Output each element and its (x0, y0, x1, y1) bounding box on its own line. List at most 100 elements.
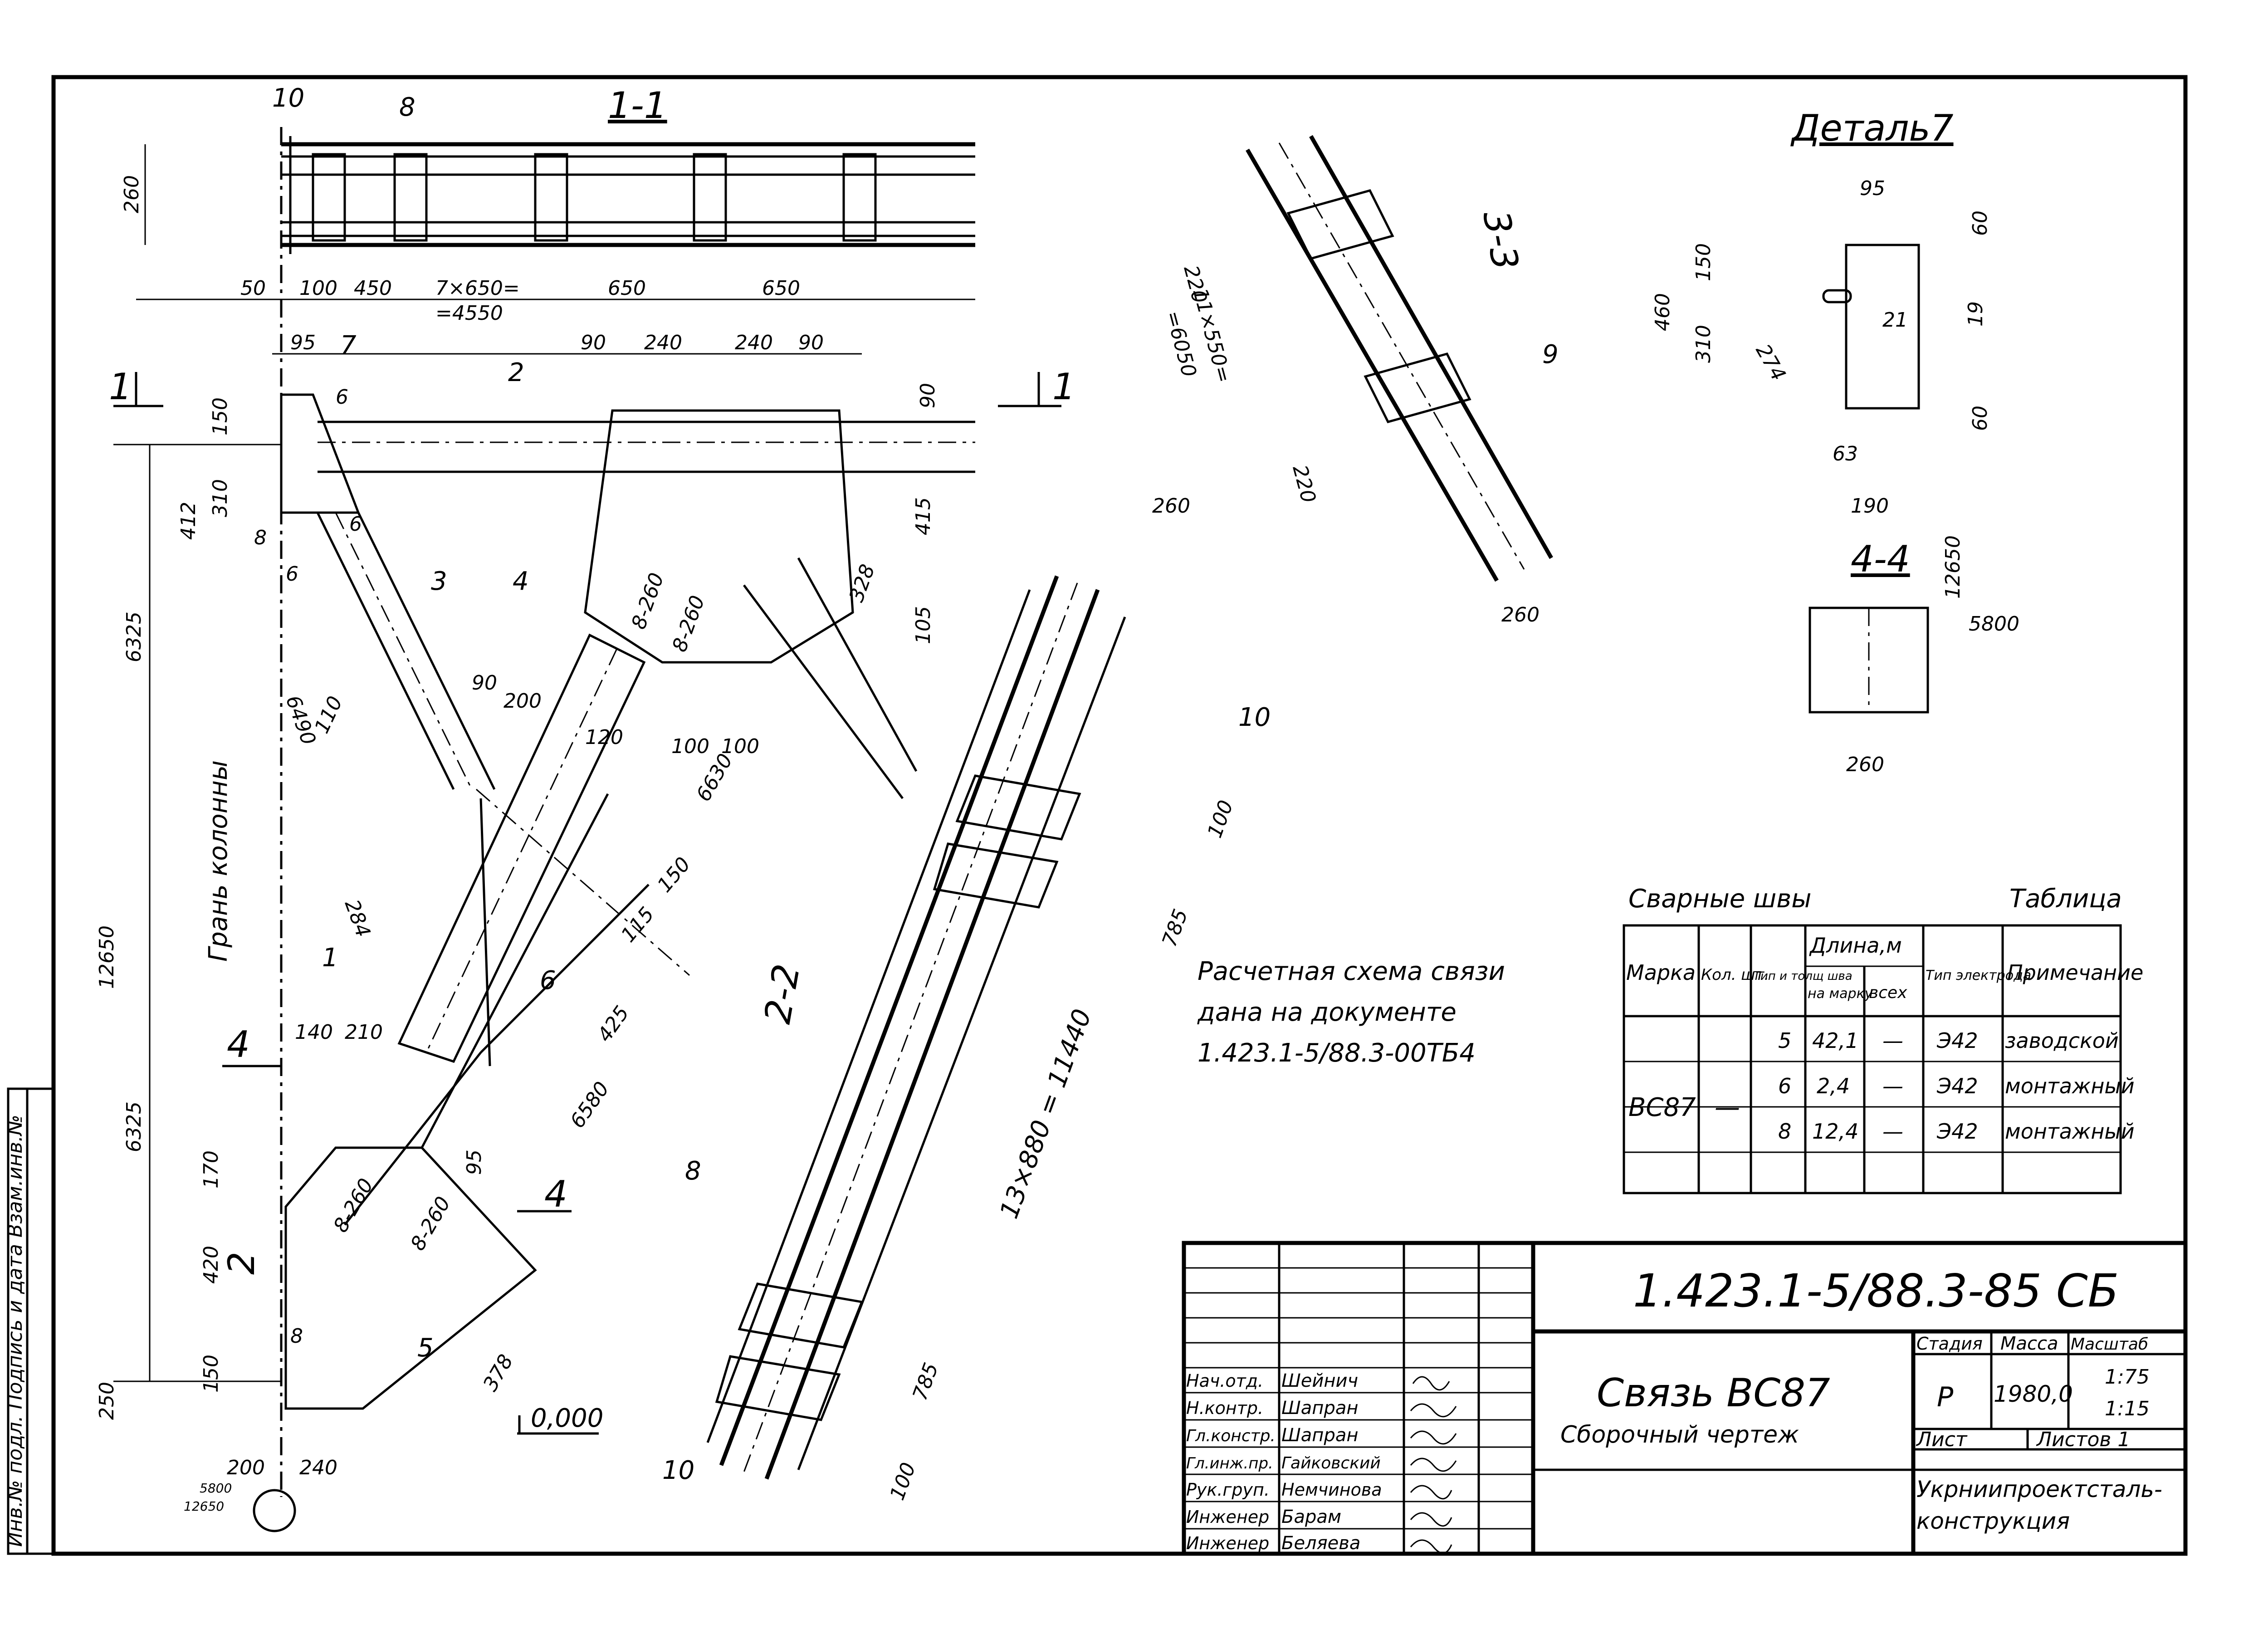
dim-150a: 150 (209, 397, 232, 435)
col-len-per: на марку (1808, 986, 1873, 1002)
dim-5800b: 5800 (200, 1481, 232, 1496)
dim-100: 100 (299, 277, 337, 300)
weld-row2-all: — (1882, 1074, 1903, 1098)
dim-6630: 6630 (692, 750, 737, 805)
weld-row1-el: Э42 (1936, 1028, 1978, 1053)
note-line-2: дана на документе (1197, 998, 1457, 1027)
dim-44-260: 260 (1846, 753, 1884, 776)
dim-d7-95: 95 (1860, 177, 1885, 200)
weld-row2-type: 6 (1778, 1074, 1791, 1098)
dim-650a: 650 (608, 277, 646, 300)
weld-row1-note: заводской (2005, 1028, 2119, 1053)
weld-row1-per: 42,1 (1812, 1028, 1858, 1053)
staff-role-7: Инженер (1186, 1533, 1269, 1553)
part-9: 9 (1542, 340, 1559, 369)
dim-6b: 6 (349, 513, 362, 536)
dim-210: 210 (345, 1021, 383, 1044)
dim-d7-21: 21 (1882, 308, 1908, 332)
dim-415: 415 (912, 497, 935, 535)
dim-22-260: 260 (1152, 494, 1190, 518)
section-marker-1-right: 1 (1052, 366, 1075, 408)
dim-90d: 90 (472, 671, 497, 695)
dim-450: 450 (354, 277, 392, 300)
stage-header: Стадия (1916, 1334, 1983, 1354)
weld-table-label: Таблица (2009, 884, 2122, 914)
column-face-label: Грань колонны (204, 760, 233, 962)
dim-8-260a: 8-260 (627, 570, 669, 632)
dim-425: 425 (593, 1002, 634, 1046)
dim-6a: 6 (336, 386, 348, 409)
dim-33-6050: =6050 (1161, 308, 1201, 380)
section-marker-4-right: 4 (544, 1173, 567, 1215)
col-qty: Кол. шт. (1701, 966, 1769, 984)
dim-8b: 8 (290, 1325, 303, 1348)
dim-95: 95 (290, 331, 316, 354)
staff-role-5: Рук.груп. (1186, 1480, 1270, 1500)
view-3-3-title: 3-3 (1475, 207, 1526, 273)
view-1-1-title: 1-1 (608, 84, 667, 127)
dim-284: 284 (340, 896, 375, 940)
dim-140: 140 (295, 1021, 333, 1044)
dim-100b: 100 (721, 735, 759, 758)
view-2-2: 2-2 260 100 785 13×880 = 11440 785 100 1… (662, 494, 1271, 1503)
staff-name-7: Беляева (1281, 1533, 1360, 1554)
sheet-frame: Инв.№ подл. Подпись и дата Взам.инв.№ (4, 75, 2188, 1556)
weld-row3-note: монтажный (2005, 1119, 2135, 1144)
dim-310: 310 (209, 479, 232, 517)
dim-d7-190: 190 (1851, 494, 1889, 518)
dim-d7-12650: 12650 (1941, 535, 1965, 599)
dim-8-260d: 8-260 (406, 1193, 455, 1254)
dim-200b: 200 (227, 1456, 265, 1479)
staff-name-2: Шапран (1281, 1398, 1359, 1419)
dim-100a: 100 (671, 735, 709, 758)
staff-role-3: Гл.констр. (1186, 1427, 1276, 1445)
dim-120: 120 (585, 726, 623, 749)
part-5: 5 (417, 1333, 434, 1363)
dim-420: 420 (200, 1246, 223, 1284)
org-line-2: конструкция (1916, 1508, 2070, 1534)
dim-d7-310: 310 (1692, 325, 1715, 363)
drawing-name: Связь ВС87 (1597, 1370, 1830, 1416)
part-8-top: 8 (399, 93, 415, 122)
view-4-4: 4-4 260 (1809, 538, 1929, 776)
part-4: 4 (513, 567, 529, 596)
part-10-22a: 10 (1238, 703, 1271, 732)
dim-378: 378 (479, 1350, 518, 1395)
view-2-2-title: 2-2 (756, 961, 808, 1027)
dim-150b: 150 (653, 853, 695, 897)
dim-90a: 90 (581, 331, 606, 354)
staff-name-4: Гайковский (1281, 1454, 1381, 1473)
dim-8-260b: 8-260 (668, 592, 709, 655)
staff-role-2: Н.контр. (1186, 1398, 1263, 1418)
section-marker-2: 2 (220, 1252, 263, 1275)
dim-105: 105 (912, 606, 935, 644)
staff-name-1: Шейнич (1281, 1370, 1358, 1391)
dim-top-260: 260 (120, 175, 143, 213)
dim-250: 250 (95, 1382, 118, 1420)
weld-row2-note: монтажный (2005, 1074, 2135, 1098)
weld-row3-per: 12,4 (1812, 1119, 1858, 1144)
org-line-1: Укрниипроектсталь- (1916, 1476, 2162, 1502)
staff-name-3: Шапран (1281, 1425, 1359, 1446)
dim-d7-150: 150 (1692, 243, 1715, 281)
main-elevation: Грань колонны 6325 12650 6325 95 90 240 … (95, 127, 1075, 1532)
scale-value-2: 1:15 (2105, 1397, 2150, 1420)
weld-row2-el: Э42 (1936, 1074, 1978, 1098)
part-8-22: 8 (685, 1156, 701, 1186)
zero-level: 0,000 (531, 1404, 603, 1433)
staff-name-5: Немчинова (1281, 1480, 1382, 1500)
view-1-1: 1-1 260 50 100 450 7×650= =4550 650 650 … (120, 83, 975, 325)
weld-table: Сварные швы Таблица Марка Кол. шт. Тип и… (1623, 884, 2143, 1194)
dim-95b: 95 (463, 1150, 486, 1175)
sheets-label: Листов 1 (2036, 1428, 2130, 1451)
dim-33-260: 260 (1501, 603, 1540, 626)
dim-240a: 240 (644, 331, 682, 354)
dim-4550: =4550 (435, 302, 503, 325)
drawing-subtitle: Сборочный чертеж (1560, 1421, 1799, 1448)
weld-row3-all: — (1882, 1119, 1903, 1144)
dim-22-785b: 785 (908, 1360, 943, 1403)
dim-d7-5800: 5800 (1969, 612, 2019, 636)
doc-code: 1.423.1-5/88.3-85 СБ (1633, 1264, 2119, 1317)
weld-mark: ВС87 (1628, 1093, 1696, 1122)
dim-240c: 240 (299, 1456, 337, 1479)
